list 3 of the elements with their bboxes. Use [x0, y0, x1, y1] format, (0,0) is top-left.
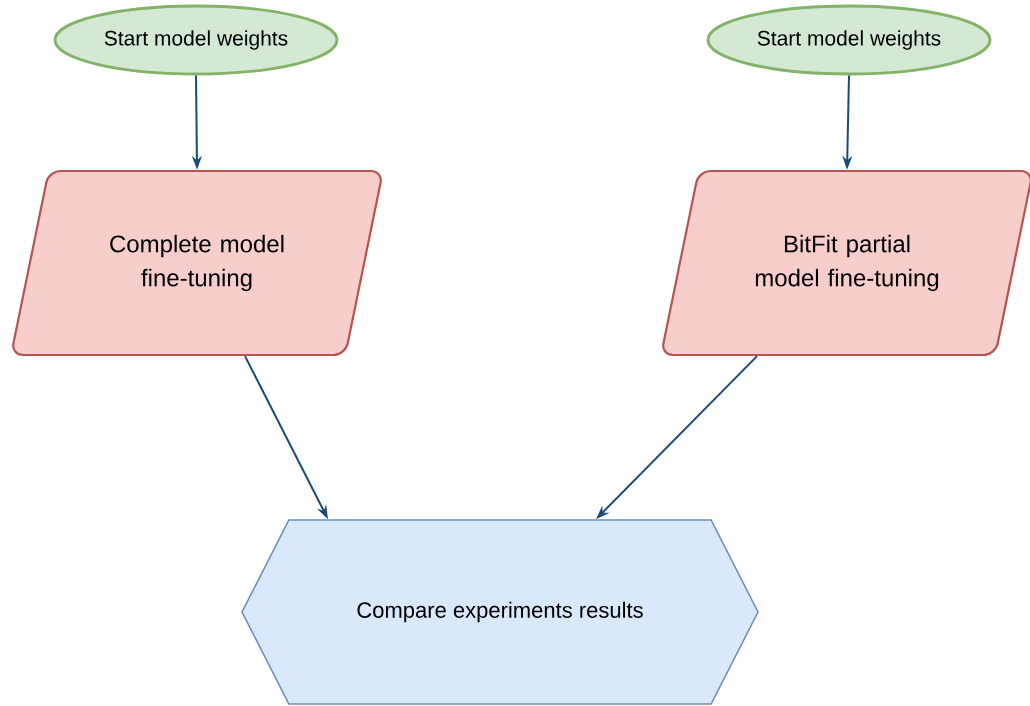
data-parallelogram: BitFit partial model fine-tuning: [662, 169, 1030, 357]
result-hexagon: Compare experiments results: [241, 519, 759, 705]
data-parallelogram: Complete model fine-tuning: [12, 169, 382, 357]
